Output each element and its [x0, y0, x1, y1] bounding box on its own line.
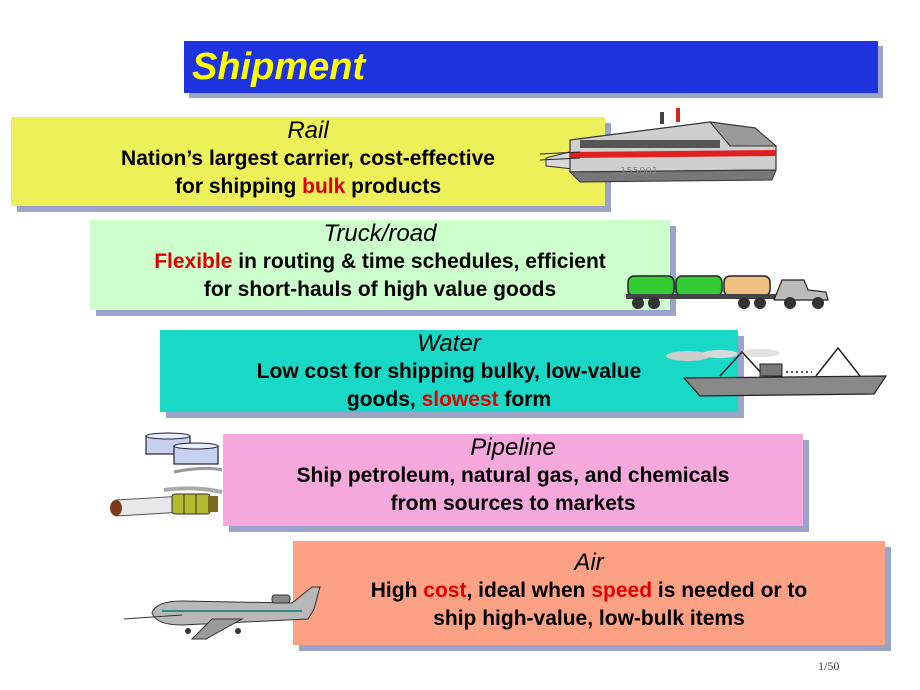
air-box: Air High cost, ideal when speed is neede…	[293, 541, 885, 645]
truck-heading: Truck/road	[323, 220, 437, 247]
pipeline-box: Pipeline Ship petroleum, natural gas, an…	[223, 434, 803, 526]
air-line-1-mid: , ideal when	[466, 579, 592, 602]
page-number: 1/50	[818, 659, 840, 673]
air-heading: Air	[574, 549, 604, 576]
water-heading: Water	[417, 330, 481, 357]
pipeline-illustration	[110, 432, 223, 517]
pipeline-line-2: from sources to markets	[390, 492, 636, 515]
rail-line-1: Nation’s largest carrier, cost-effective	[121, 147, 495, 170]
water-box: Water Low cost for shipping bulky, low-v…	[160, 330, 738, 412]
truck-illustration	[626, 275, 829, 309]
rail-line-2-end: products	[345, 175, 441, 198]
pipeline-line-1: Ship petroleum, natural gas, and chemica…	[296, 464, 730, 487]
water-highlight: slowest	[421, 388, 499, 411]
rail-line-2: for shipping bulk products	[11, 173, 605, 201]
title-bar: Shipment	[184, 41, 878, 93]
water-line-1: Low cost for shipping bulky, low-value	[256, 360, 642, 383]
train-illustration: 155001	[540, 108, 778, 183]
train-code: 155001	[620, 166, 658, 177]
water-line-2-text: goods,	[346, 388, 422, 411]
truck-highlight: Flexible	[154, 250, 233, 273]
air-highlight-speed: speed	[591, 579, 653, 602]
ship-illustration	[666, 346, 888, 397]
rail-highlight: bulk	[302, 175, 346, 198]
truck-line-1: Flexible in routing & time schedules, ef…	[90, 248, 670, 276]
air-highlight-cost: cost	[423, 579, 467, 602]
rail-box: Rail Nation’s largest carrier, cost-effe…	[11, 117, 605, 206]
air-line-2: ship high-value, low-bulk items	[433, 607, 745, 630]
rail-line-2-text: for shipping	[175, 175, 303, 198]
water-line-2-end: form	[498, 388, 552, 411]
slide-title: Shipment	[192, 46, 366, 88]
water-line-2: goods, slowest form	[160, 386, 738, 414]
airplane-illustration	[123, 586, 321, 640]
truck-line-1-text: in routing & time schedules, efficient	[232, 250, 606, 273]
truck-box: Truck/road Flexible in routing & time sc…	[90, 220, 670, 310]
pipeline-heading: Pipeline	[470, 434, 556, 461]
air-line-1: High cost, ideal when speed is needed or…	[293, 577, 885, 605]
rail-heading: Rail	[287, 117, 329, 144]
truck-line-2: for short-hauls of high value goods	[203, 278, 557, 301]
air-line-1-end: is needed or to	[652, 579, 808, 602]
air-line-1-start: High	[370, 579, 424, 602]
